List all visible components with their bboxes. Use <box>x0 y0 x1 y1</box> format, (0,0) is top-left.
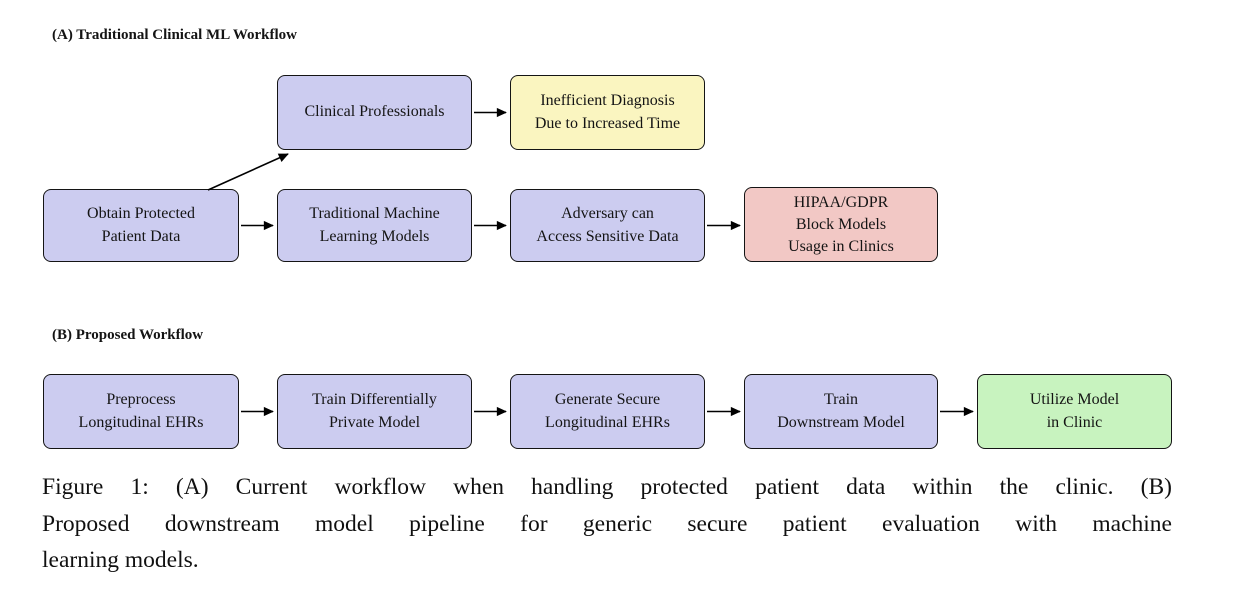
node-train-dp-model-label: Train Differentially Private Model <box>312 391 437 431</box>
node-obtain-protected-data: Obtain Protected Patient Data <box>43 189 239 262</box>
node-utilize-model-clinic-label: Utilize Model in Clinic <box>1029 391 1120 431</box>
section-b-label: (B) Proposed Workflow <box>52 327 204 343</box>
node-adversary-access: Adversary can Access Sensitive Data <box>510 189 705 262</box>
arrow-obtain-to-clinical <box>207 153 289 191</box>
node-train-dp-model: Train Differentially Private Model <box>277 374 472 449</box>
node-inefficient-diagnosis-label: Inefficient Diagnosis Due to Increased T… <box>534 92 681 132</box>
node-hipaa-gdpr-block: HIPAA/GDPR Block Models Usage in Clinics <box>744 187 938 262</box>
node-train-downstream-model-label: Train Downstream Model <box>777 391 905 431</box>
node-adversary-access-label: Adversary can Access Sensitive Data <box>536 205 679 245</box>
figure-caption: Figure 1: (A) Current workflow when hand… <box>42 469 1172 579</box>
caption-line-1: Figure 1: (A) Current workflow when hand… <box>42 474 1172 500</box>
node-clinical-professionals-label: Clinical Professionals <box>304 103 445 121</box>
node-generate-secure-ehrs-label: Generate Secure Longitudinal EHRs <box>545 391 670 431</box>
node-traditional-ml-models: Traditional Machine Learning Models <box>277 189 472 262</box>
node-obtain-protected-data-label: Obtain Protected Patient Data <box>87 205 195 245</box>
node-utilize-model-clinic: Utilize Model in Clinic <box>977 374 1172 449</box>
section-a-label: (A) Traditional Clinical ML Workflow <box>52 27 298 43</box>
node-preprocess-ehrs-label: Preprocess Longitudinal EHRs <box>78 391 204 431</box>
caption-line-3: learning models. <box>42 547 199 573</box>
node-generate-secure-ehrs: Generate Secure Longitudinal EHRs <box>510 374 705 449</box>
node-hipaa-gdpr-block-label: HIPAA/GDPR Block Models Usage in Clinics <box>788 193 894 255</box>
node-train-downstream-model: Train Downstream Model <box>744 374 938 449</box>
node-clinical-professionals: Clinical Professionals <box>277 75 472 150</box>
caption-line-2: Proposed downstream model pipeline for g… <box>42 510 1172 537</box>
node-preprocess-ehrs: Preprocess Longitudinal EHRs <box>43 374 239 449</box>
node-traditional-ml-models-label: Traditional Machine Learning Models <box>309 205 440 245</box>
node-inefficient-diagnosis: Inefficient Diagnosis Due to Increased T… <box>510 75 705 150</box>
